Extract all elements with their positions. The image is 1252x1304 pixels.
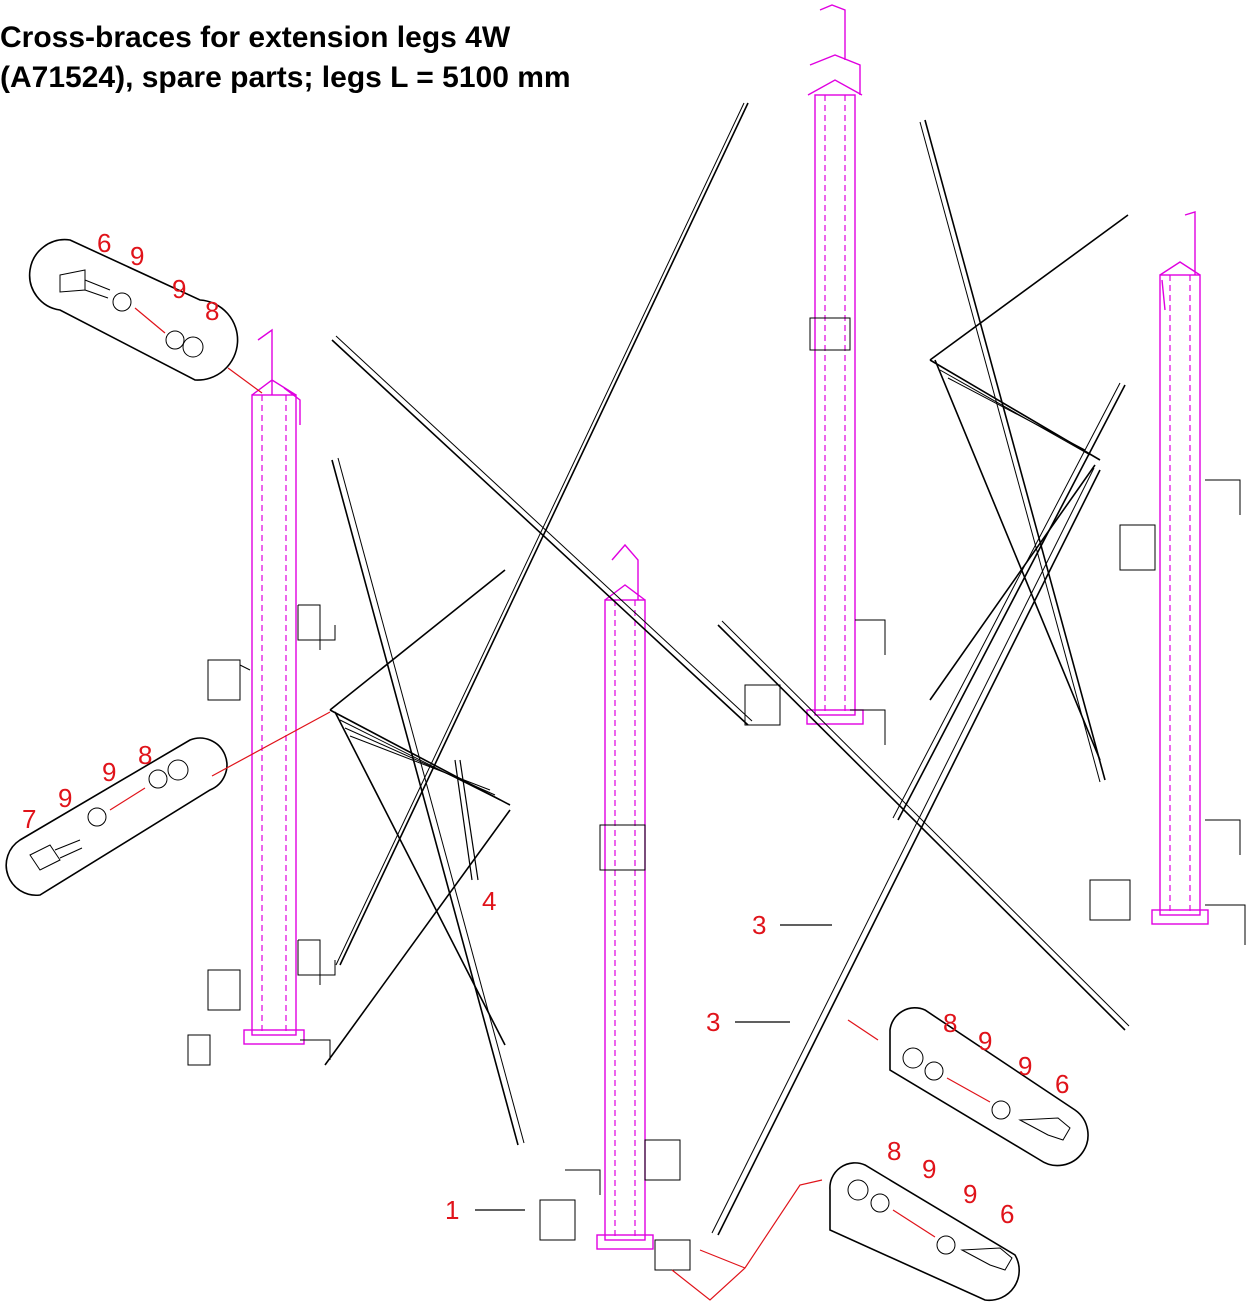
callout-mid-right-a: 8 <box>943 1008 957 1038</box>
callout-mid-right-b: 9 <box>978 1026 992 1056</box>
diagram-title: Cross-braces for extension legs 4W (A715… <box>0 18 571 98</box>
callout-bottom-right-c: 9 <box>963 1179 977 1209</box>
callout-mid-left-a: 7 <box>22 804 36 834</box>
callout-mid-left-c: 9 <box>102 757 116 787</box>
callout-part-4: 4 <box>482 886 496 916</box>
title-line-1: Cross-braces for extension legs 4W <box>0 21 511 54</box>
leader-part-4a <box>454 759 473 881</box>
brace-left-assembly <box>324 457 525 1146</box>
bracket-clips <box>187 317 1246 1271</box>
callout-top-left-c: 9 <box>172 274 186 304</box>
callout-mid-right-d: 6 <box>1055 1069 1069 1099</box>
callout-part-3-upper: 3 <box>752 910 766 940</box>
brace-right-cross-a <box>919 119 1106 783</box>
hardware-callout-mid-right <box>847 1007 1089 1167</box>
brace-upper-left-to-right <box>331 335 753 726</box>
callout-mid-left-d: 8 <box>138 740 152 770</box>
callout-part-1: 1 <box>445 1195 459 1225</box>
title-line-2: (A71524), spare parts; legs L = 5100 mm <box>0 61 571 94</box>
hardware-callout-bottom-right <box>671 1162 1020 1302</box>
callout-top-left-a: 6 <box>97 228 111 258</box>
leader-part-4b <box>459 759 479 881</box>
callout-top-left-d: 8 <box>205 296 219 326</box>
long-brace-center <box>335 102 749 966</box>
callout-top-left-b: 9 <box>130 241 144 271</box>
callout-bottom-right-a: 8 <box>887 1136 901 1166</box>
hardware-callout-top-left <box>28 238 263 394</box>
extension-leg-center-front <box>596 543 654 1250</box>
callout-mid-right-c: 9 <box>1018 1051 1032 1081</box>
extension-leg-left <box>243 328 305 1045</box>
callout-mid-left-b: 9 <box>58 783 72 813</box>
extension-leg-center-back <box>806 4 864 725</box>
hardware-callout-mid-left <box>5 711 331 897</box>
callout-part-3-lower: 3 <box>706 1007 720 1037</box>
callout-bottom-right-b: 9 <box>922 1154 936 1184</box>
brace-right-cross-b <box>929 214 1129 761</box>
brace-part-3-lower <box>711 467 1101 1236</box>
brace-part-3-upper <box>892 382 1126 821</box>
callout-bottom-right-d: 6 <box>1000 1199 1014 1229</box>
extension-leg-right <box>1151 211 1209 925</box>
